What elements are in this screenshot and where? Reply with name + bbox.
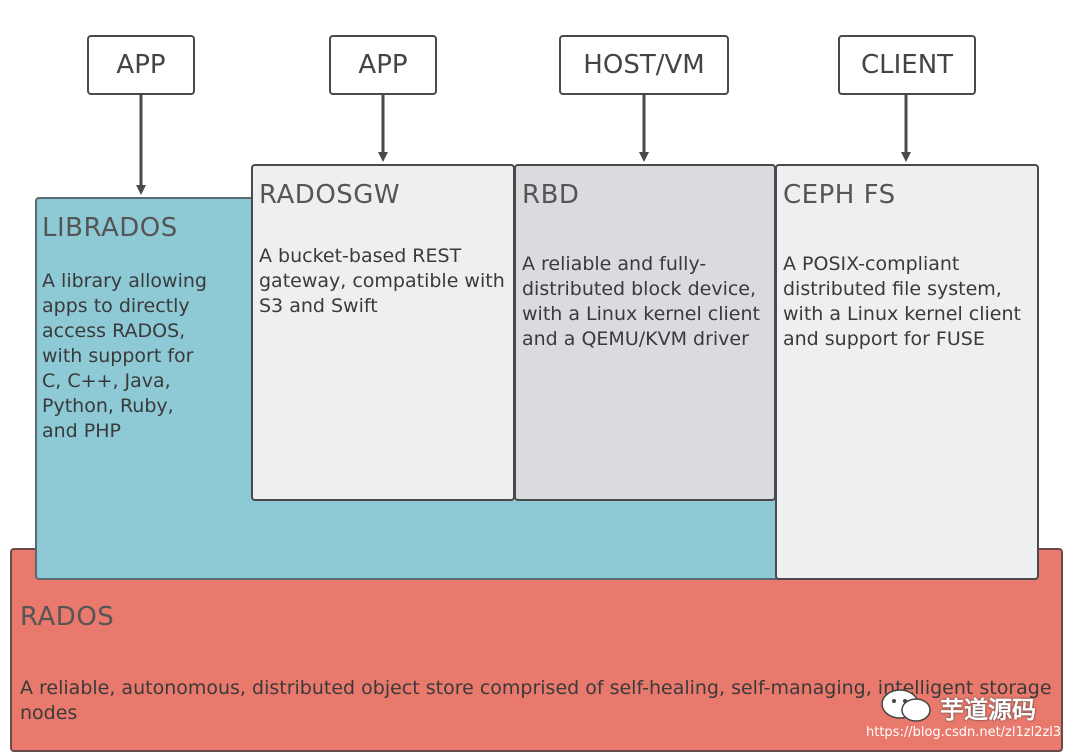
librados-desc-line: Python, Ruby,: [42, 395, 174, 417]
librados-desc-line: C, C++, Java,: [42, 370, 171, 392]
app-box-2: APP: [329, 35, 437, 95]
radosgw-box: RADOSGW A bucket-based REST gateway, com…: [251, 164, 515, 501]
cephfs-box: CEPH FS A POSIX-compliant distributed fi…: [775, 164, 1039, 580]
rbd-desc-line: with a Linux kernel client: [522, 303, 760, 325]
rbd-desc-line: distributed block device,: [522, 278, 757, 300]
librados-title: LIBRADOS: [42, 213, 178, 243]
cephfs-title: CEPH FS: [783, 180, 896, 210]
rbd-desc-line: and a QEMU/KVM driver: [522, 328, 749, 350]
cephfs-desc-line: and support for FUSE: [783, 328, 985, 350]
rados-desc-line: nodes: [20, 702, 78, 724]
app-box-1: APP: [87, 35, 195, 95]
radosgw-title: RADOSGW: [259, 180, 401, 210]
librados-desc-line: with support for: [42, 345, 194, 367]
radosgw-description: A bucket-based REST gateway, compatible …: [259, 244, 511, 319]
librados-desc-line: A library allowing: [42, 270, 207, 292]
cephfs-desc-line: distributed file system,: [783, 278, 1002, 300]
librados-desc-line: and PHP: [42, 420, 121, 442]
librados-description: A library allowing apps to directly acce…: [42, 269, 252, 444]
radosgw-desc-line: A bucket-based REST: [259, 245, 462, 267]
rbd-description: A reliable and fully- distributed block …: [522, 252, 774, 352]
rbd-title: RBD: [522, 180, 580, 210]
radosgw-desc-line: gateway, compatible with: [259, 270, 505, 292]
rados-description: A reliable, autonomous, distributed obje…: [20, 676, 1060, 726]
rados-layer: RADOS A reliable, autonomous, distribute…: [10, 548, 1063, 752]
librados-desc-line: access RADOS,: [42, 320, 186, 342]
wechat-icon: [880, 688, 934, 728]
rbd-box: RBD A reliable and fully- distributed bl…: [514, 164, 776, 501]
radosgw-desc-line: S3 and Swift: [259, 295, 378, 317]
cephfs-description: A POSIX-compliant distributed file syste…: [783, 252, 1035, 352]
client-box: CLIENT: [838, 35, 976, 95]
rados-title: RADOS: [20, 602, 115, 632]
librados-desc-line: apps to directly: [42, 295, 190, 317]
rbd-desc-line: A reliable and fully-: [522, 253, 707, 275]
watermark-name: 芋道源码: [940, 696, 1036, 724]
cephfs-desc-line: with a Linux kernel client: [783, 303, 1021, 325]
watermark-url: https://blog.csdn.net/zl1zl2zl3: [866, 725, 1062, 740]
host-vm-box: HOST/VM: [559, 35, 729, 95]
cephfs-desc-line: A POSIX-compliant: [783, 253, 960, 275]
rados-desc-line: A reliable, autonomous, distributed obje…: [20, 677, 1052, 699]
